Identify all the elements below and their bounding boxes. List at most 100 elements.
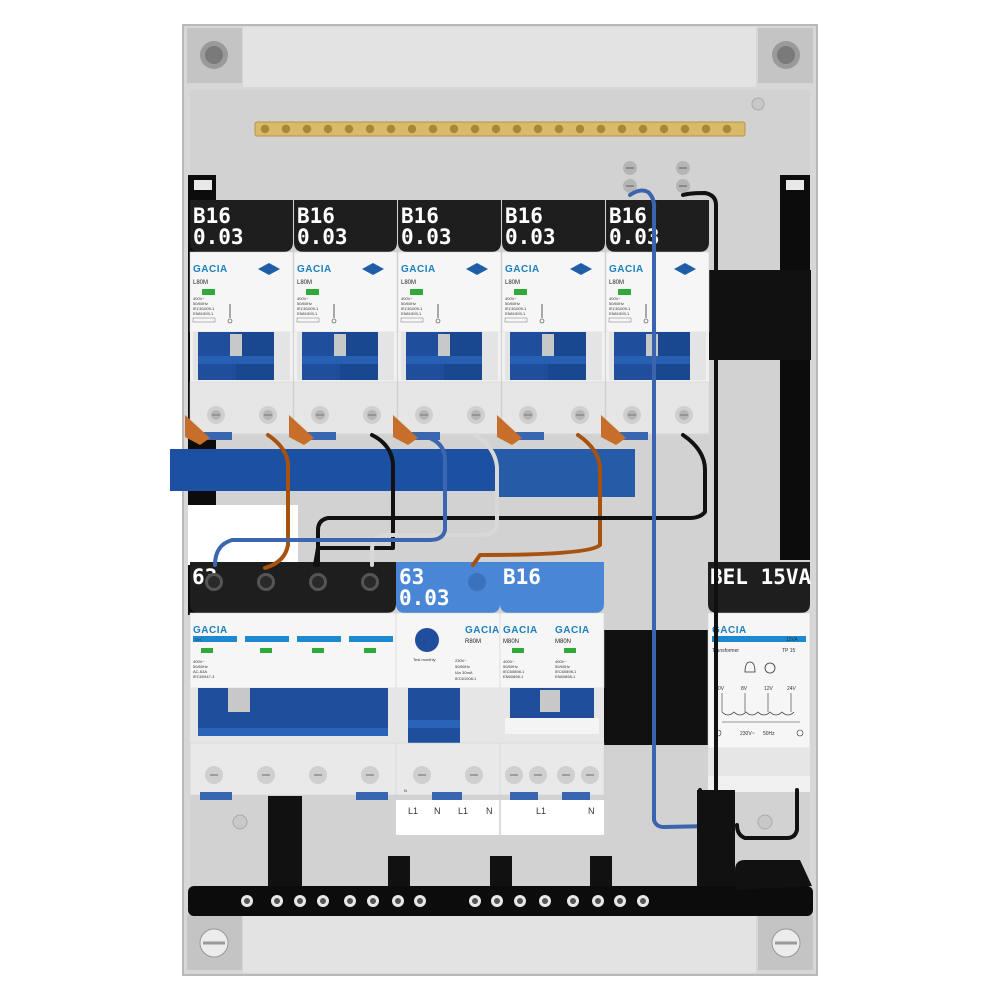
spec-text: 400V~ <box>193 659 205 664</box>
terminal-label: L1 <box>458 806 468 816</box>
wire-brown-1 <box>263 433 291 570</box>
terminal-label: L1 <box>536 806 546 816</box>
mount-hole <box>232 814 248 830</box>
spec-text: EN60898-1 <box>555 674 576 679</box>
earth-busbar-holes <box>260 124 732 134</box>
right-rail-block <box>708 270 811 360</box>
tap-label: 8V <box>741 686 748 692</box>
spec-text: IEC61009-1 <box>401 306 423 311</box>
brand-logo: GACIA <box>555 625 590 636</box>
spec-text: EN61009-1 <box>401 311 422 316</box>
spec-text: 50/60Hz <box>455 664 470 669</box>
rcd-toggle[interactable] <box>408 688 460 743</box>
brand-logo: GACIA <box>193 625 228 636</box>
top-cover-strip <box>243 27 756 87</box>
spec-text: EN61009-1 <box>297 311 318 316</box>
rcbo-4[interactable]: B160.03GACIAL80M400V~50/60HzIEC61009-1EN… <box>497 200 606 445</box>
brand-logo: GACIA <box>503 625 538 636</box>
status-window <box>306 289 319 295</box>
spec-text: 50/60Hz <box>401 301 416 306</box>
spec-text: IEC60947-3 <box>193 674 215 679</box>
wire-black-4 <box>735 788 799 840</box>
spec-text: 230V~ <box>455 658 467 663</box>
brand-logo: GACIA <box>609 264 644 275</box>
busbar-cover <box>188 505 298 565</box>
model-label: M80N <box>555 639 571 645</box>
spec-text: 400V~ <box>193 296 205 301</box>
sensitivity-label: 0.03 <box>297 225 348 249</box>
sensitivity-label: 0.03 <box>505 225 556 249</box>
spec-text: 50/60Hz <box>297 301 312 306</box>
spec-text: IEC60898-1 <box>555 669 577 674</box>
wire-black-2 <box>316 433 707 567</box>
brand-logo: GACIA <box>193 264 228 275</box>
spec-text: 400V~ <box>401 296 413 301</box>
brand-logo: GACIA <box>401 264 436 275</box>
sensitivity-label: 0.03 <box>609 225 660 249</box>
mcb-rating-label: B16 <box>503 565 541 589</box>
spec-text: 50/60Hz <box>503 664 518 669</box>
model-label: L80M <box>297 280 312 286</box>
tap-label: 12V <box>764 686 774 692</box>
model-label: DH <box>195 637 201 642</box>
mount-hole <box>757 814 773 830</box>
right-rail-upright <box>780 175 810 560</box>
isolator-toggle[interactable] <box>198 688 388 728</box>
spec-text: IEC60898-1 <box>503 669 525 674</box>
terminal-label: L1 <box>408 806 418 816</box>
spec-text: 50/60Hz <box>609 301 624 306</box>
status-window <box>202 289 215 295</box>
spec-text: EN60898-1 <box>503 674 524 679</box>
terminal-label: N <box>588 806 595 816</box>
bell-icon <box>744 661 756 673</box>
svg-text:T: T <box>423 640 426 645</box>
rail-corner <box>735 860 812 890</box>
rcbo-1[interactable]: B160.03GACIAL80M400V~50/60HzIEC61009-1EN… <box>185 200 294 445</box>
model-label: R80M <box>465 639 481 645</box>
spec-text: IEC61009-1 <box>505 306 527 311</box>
model-label: L80M <box>505 280 520 286</box>
transformer-code: TP 15 <box>782 648 795 654</box>
lamp-icon <box>764 662 776 674</box>
model-label: L80M <box>401 280 416 286</box>
spec-text: 400V~ <box>555 659 567 664</box>
spec-text: EN61009-1 <box>609 311 630 316</box>
transformer-rating: 15VA <box>786 637 799 643</box>
bottom-cover-strip <box>243 913 756 973</box>
spec-text: IEC61009-1 <box>193 306 215 311</box>
rating-label: B16 <box>609 204 647 228</box>
transformer-type: Transformer <box>712 648 739 654</box>
model-label: M80N <box>503 639 519 645</box>
terminal-label: N <box>404 788 407 793</box>
spec-text: EN61009-1 <box>505 311 526 316</box>
wire-black-3 <box>681 191 718 792</box>
terminal-label: N <box>434 806 441 816</box>
spec-text: AC-63A <box>193 669 207 674</box>
spec-text: 400V~ <box>297 296 309 301</box>
brand-diamond-icon <box>466 263 488 275</box>
sensitivity-label: 0.03 <box>193 225 244 249</box>
rating-label: B16 <box>401 204 439 228</box>
test-button[interactable] <box>415 628 439 652</box>
corner-screw-bottom-left <box>187 915 242 970</box>
model-label: L80M <box>609 280 624 286</box>
rating-label: B16 <box>193 204 231 228</box>
bottom-device-row: 63GACIADH400V~50/60HzAC-63AIEC60947-3630… <box>189 562 605 835</box>
spec-text: 400V~ <box>503 659 515 664</box>
corner-screw-top-right <box>758 28 813 83</box>
spec-text: 400V~ <box>609 296 621 301</box>
spec-text: IEC61009-1 <box>609 306 631 311</box>
rcbo-3[interactable]: B160.03GACIAL80M400V~50/60HzIEC61009-1EN… <box>393 200 502 445</box>
brand-diamond-icon <box>674 263 696 275</box>
rcbo-2[interactable]: B160.03GACIAL80M400V~50/60HzIEC61009-1EN… <box>289 200 398 445</box>
primary-voltage: 230V~ <box>740 731 755 737</box>
brand-logo: GACIA <box>712 625 747 636</box>
wire-brown-2 <box>471 433 602 567</box>
